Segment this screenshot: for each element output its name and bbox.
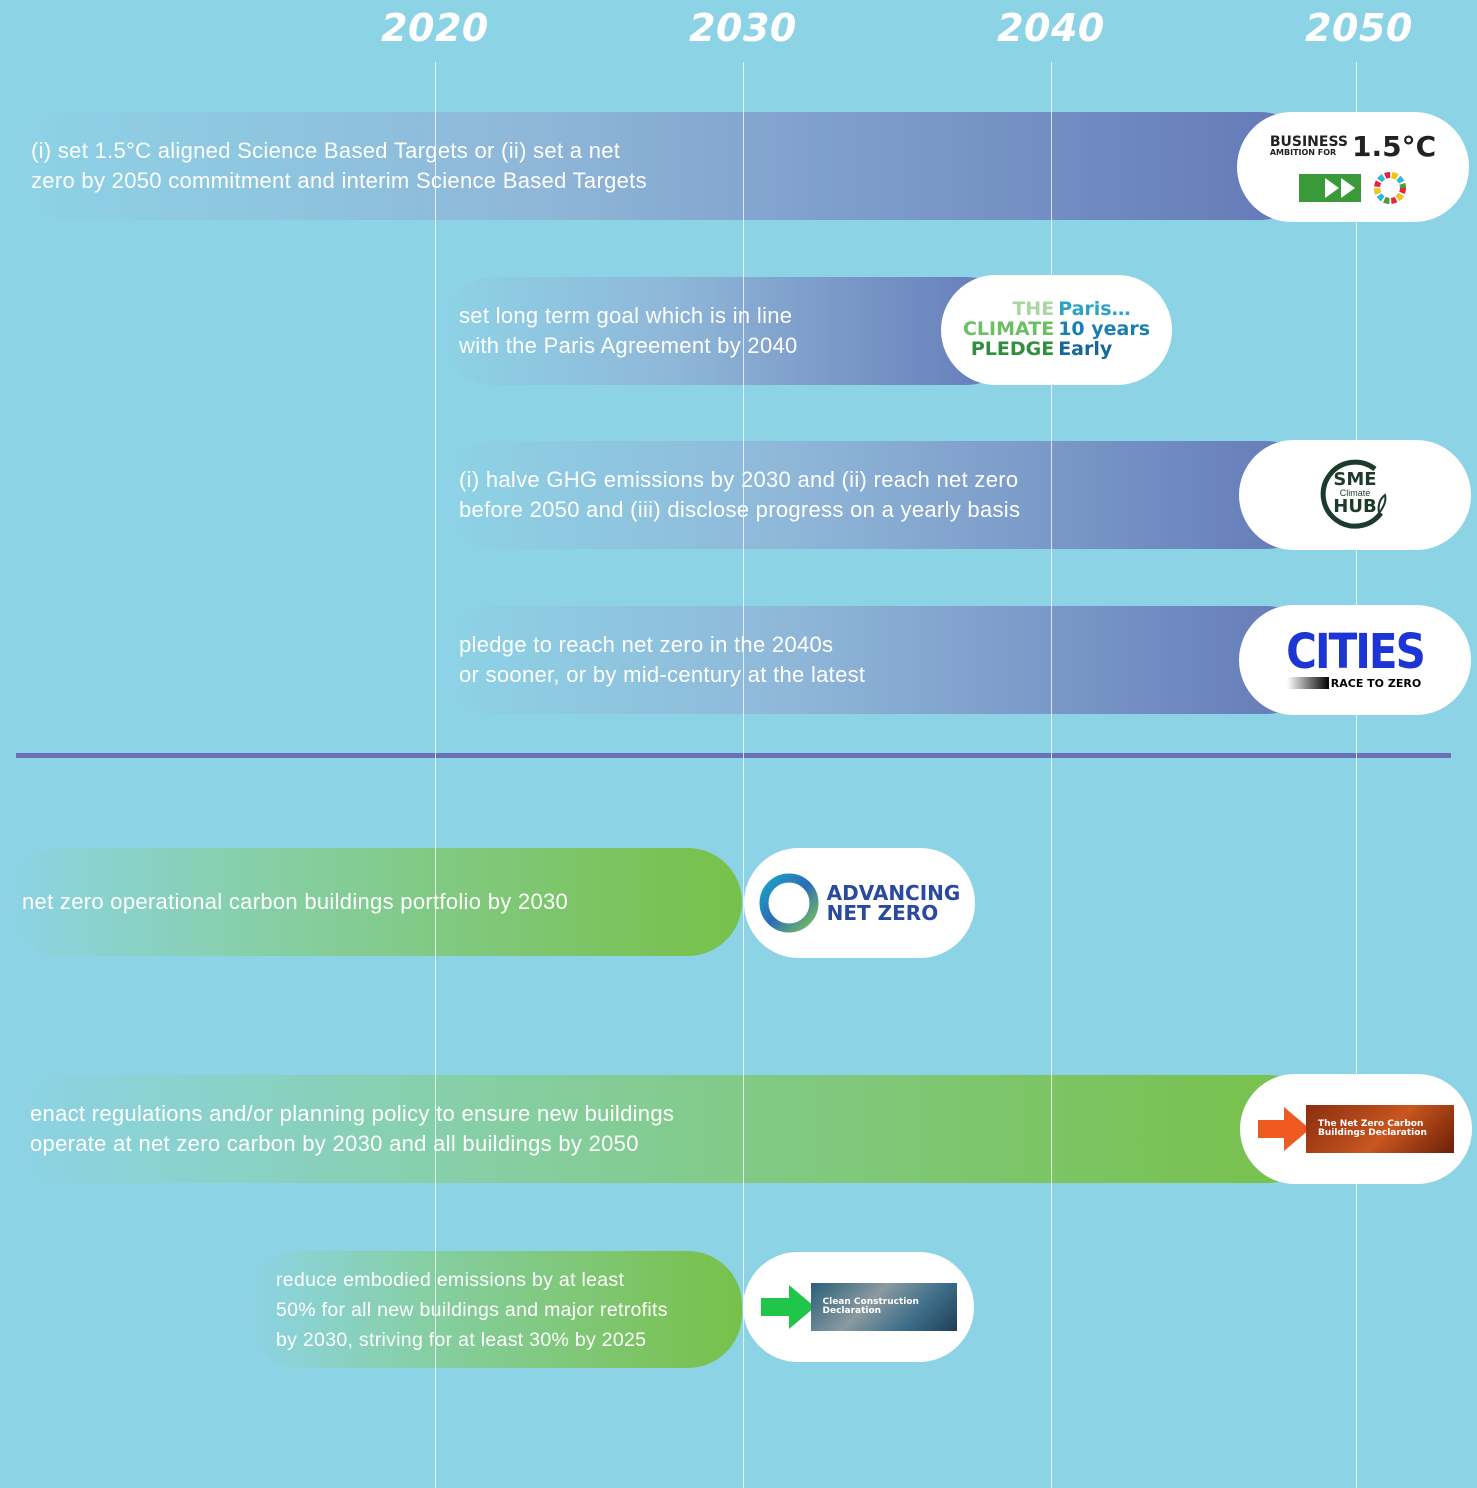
logo-text: Early (1058, 337, 1113, 360)
ring-icon (759, 873, 819, 933)
commitment-bar-climate-pledge: set long term goal which is in line with… (440, 277, 1020, 385)
speed-stripe (1286, 677, 1329, 689)
logo-text: Climate (1339, 488, 1371, 498)
logo-text: BUSINESS (1269, 134, 1348, 150)
declaration-banner: Clean Construction Declaration (810, 1283, 957, 1331)
logo-text: 10 years (1058, 318, 1151, 341)
arrow-icon (760, 1285, 815, 1329)
leaf-ring-icon (1320, 459, 1387, 529)
logo-clean-construction-declaration: Clean Construction Declaration (743, 1252, 974, 1362)
logo-climate-pledge: THE CLIMATE PLEDGE Paris… 10 years Early (941, 275, 1172, 385)
logo-text: Declaration (822, 1306, 882, 1316)
logo-text: PLEDGE (970, 337, 1055, 360)
arrow-icon (1258, 1107, 1310, 1151)
commitment-text-line: reduce embodied emissions by at least (276, 1268, 625, 1291)
logo-text: CLIMATE (962, 318, 1055, 341)
commitment-text-line: 50% for all new buildings and major retr… (276, 1298, 668, 1321)
logo-text: ADVANCING (826, 881, 961, 905)
logo-cities-race-to-zero: CITIES RACE TO ZERO (1239, 605, 1471, 715)
year-label-2020: 2020 (381, 6, 489, 50)
logo-text: 1.5°C (1352, 129, 1437, 163)
logo-text: Clean Construction (822, 1296, 919, 1307)
gridline-2020 (435, 62, 436, 1488)
commitment-text-line: net zero operational carbon buildings po… (22, 889, 569, 914)
commitment-text-line: set long term goal which is in line (459, 303, 793, 328)
commitment-text-line: pledge to reach net zero in the 2040s (459, 632, 834, 657)
year-label-2040: 2040 (997, 6, 1105, 50)
commitment-text-line: zero by 2050 commitment and interim Scie… (31, 168, 647, 193)
logo-text: HUB (1333, 496, 1377, 517)
commitment-text-line: with the Paris Agreement by 2040 (459, 333, 798, 358)
section-divider (16, 753, 1451, 758)
commitment-text-line: (i) set 1.5°C aligned Science Based Targ… (31, 138, 621, 163)
declaration-banner: The Net Zero Carbon Buildings Declaratio… (1306, 1105, 1454, 1153)
commitment-text-line: enact regulations and/or planning policy… (30, 1101, 675, 1126)
gridline-2050 (1356, 62, 1357, 1488)
logo-text: NET ZERO (826, 901, 939, 925)
year-label-2030: 2030 (689, 6, 797, 50)
logo-text: SME (1333, 469, 1377, 490)
gridline-2040 (1051, 62, 1052, 1488)
logo-net-zero-carbon-buildings-declaration: The Net Zero Carbon Buildings Declaratio… (1240, 1074, 1472, 1184)
commitment-text-line: or sooner, or by mid-century at the late… (459, 662, 866, 687)
year-label-2050: 2050 (1305, 6, 1413, 50)
fast-forward-icon (1299, 173, 1361, 202)
commitment-bar-advancing-net-zero: net zero operational carbon buildings po… (6, 848, 742, 956)
logo-text: The Net Zero Carbon (1318, 1118, 1424, 1129)
commitment-bar-clean-construction: reduce embodied emissions by at least 50… (246, 1251, 742, 1368)
logo-text: Paris… (1058, 298, 1131, 321)
logo-text: THE (1012, 298, 1055, 321)
logo-text: AMBITION FOR (1269, 148, 1337, 157)
logo-text: CITIES (1286, 623, 1426, 680)
commitment-bar-sme: (i) halve GHG emissions by 2030 and (ii)… (440, 441, 1320, 549)
commitment-bar-sbt: (i) set 1.5°C aligned Science Based Targ… (14, 112, 1314, 220)
logo-advancing-net-zero: ADVANCING NET ZERO (744, 848, 975, 958)
sdg-wheel-icon (1374, 171, 1406, 204)
commitment-text-line: before 2050 and (iii) disclose progress … (459, 497, 1021, 522)
commitment-bar-cities: pledge to reach net zero in the 2040s or… (440, 606, 1320, 714)
logo-text: RACE TO ZERO (1328, 676, 1424, 690)
gridline-2030 (743, 62, 744, 1488)
logo-text: Buildings Declaration (1318, 1128, 1427, 1138)
commitment-text-line: by 2030, striving for at least 30% by 20… (276, 1328, 647, 1351)
commitment-text-line: operate at net zero carbon by 2030 and a… (30, 1131, 639, 1156)
logo-business-ambition: BUSINESS AMBITION FOR 1.5°C (1237, 112, 1469, 222)
commitment-text-line: (i) halve GHG emissions by 2030 and (ii)… (459, 467, 1019, 492)
logo-sme-climate-hub: SME Climate HUB (1239, 440, 1471, 550)
commitment-bar-nzcb: enact regulations and/or planning policy… (12, 1075, 1322, 1183)
